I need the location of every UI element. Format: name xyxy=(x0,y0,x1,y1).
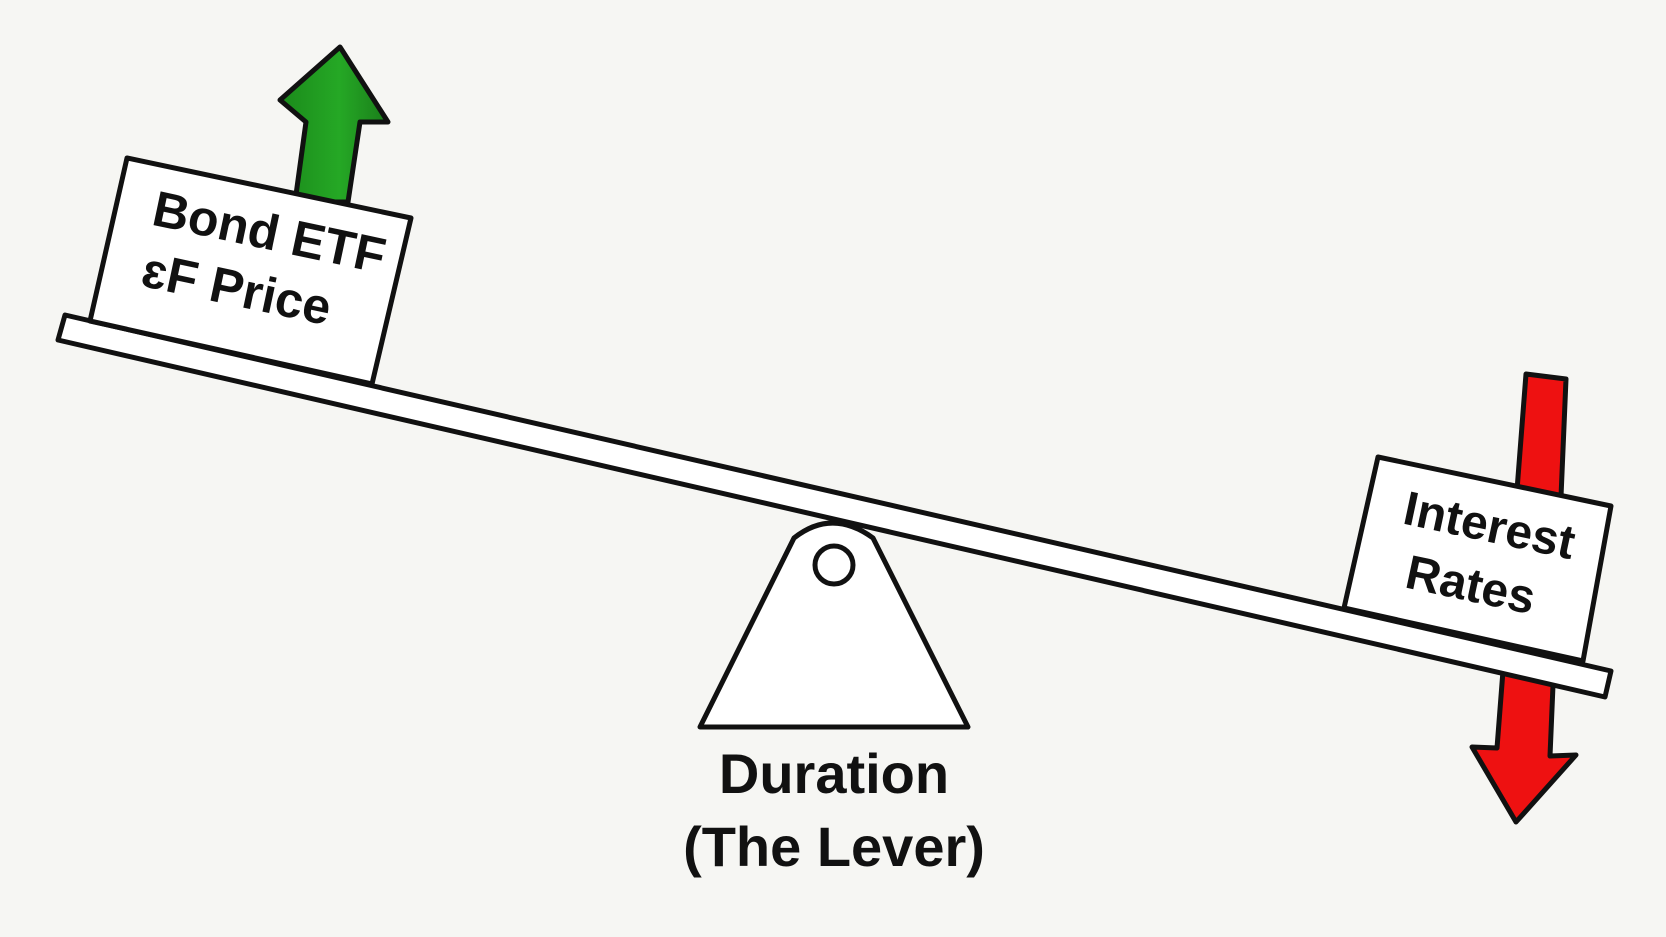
duration-label-line2: (The Lever) xyxy=(683,815,985,878)
interest-rates-box: Interest Rates xyxy=(1341,454,1614,664)
duration-label: Duration (The Lever) xyxy=(683,742,985,878)
bond-etf-price-box: Bond ETF ɛF Price xyxy=(87,155,414,387)
fulcrum xyxy=(697,520,971,730)
pivot-icon xyxy=(812,543,856,587)
arrow-up-icon xyxy=(277,44,391,205)
lever-plank xyxy=(55,312,1614,700)
duration-label-line1: Duration xyxy=(719,742,949,805)
